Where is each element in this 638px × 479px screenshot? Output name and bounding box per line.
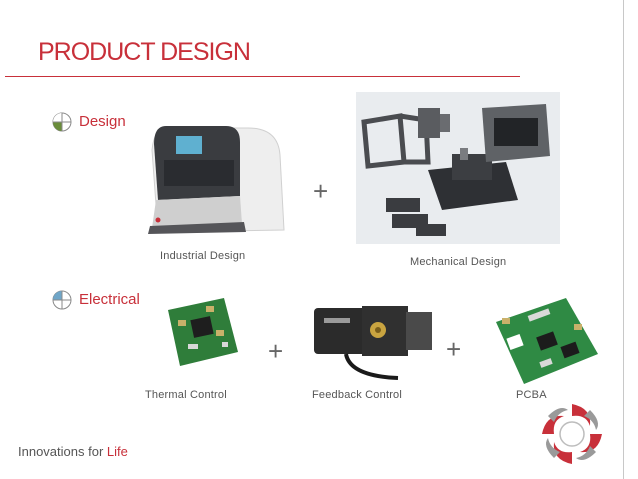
section-label-design: Design	[79, 113, 126, 130]
footer-tagline-highlight: Life	[106, 444, 128, 459]
feedback-control-image	[314, 306, 432, 380]
plus-sign: +	[268, 336, 284, 366]
industrial-design-image	[148, 126, 285, 234]
title-underline	[5, 76, 520, 77]
plus-sign: +	[313, 176, 329, 206]
quadrant-bullet-icon	[52, 290, 72, 310]
caption-thermal-control: Thermal Control	[145, 389, 227, 401]
page-title: PRODUCT DESIGN	[38, 38, 251, 66]
thermal-control-image	[168, 298, 238, 366]
caption-mechanical-design: Mechanical Design	[410, 256, 507, 268]
mechanical-design-image	[356, 92, 560, 244]
quadrant-bullet-icon	[52, 112, 72, 132]
caption-feedback-control: Feedback Control	[312, 389, 403, 401]
caption-industrial-design: Industrial Design	[160, 250, 246, 262]
plus-sign: +	[446, 334, 462, 364]
caption-pcba: PCBA	[516, 389, 547, 401]
footer-tagline-prefix: Innovations for	[18, 444, 107, 459]
pcba-image	[496, 298, 598, 384]
swirl-logo-icon	[542, 404, 602, 464]
right-edge-divider	[623, 0, 624, 479]
footer-tagline: Innovations for Life	[18, 444, 128, 459]
section-label-electrical: Electrical	[79, 291, 140, 308]
